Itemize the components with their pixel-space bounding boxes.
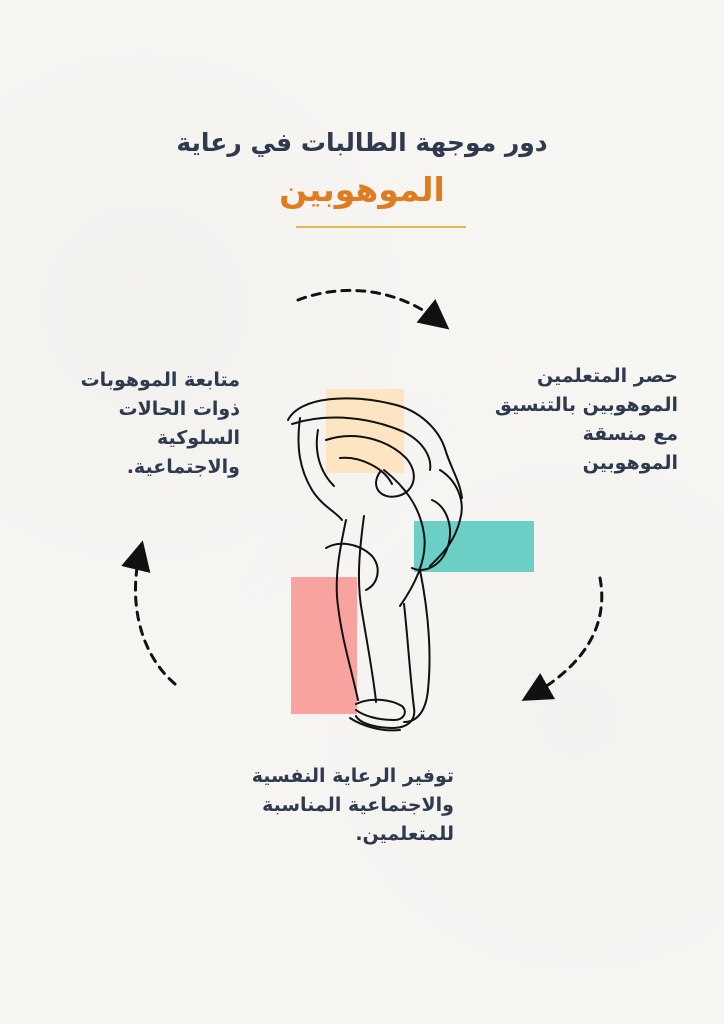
line-art-figure-icon xyxy=(287,397,463,732)
page-subtitle: الموهوبين xyxy=(279,170,445,209)
page-title: دور موجهة الطالبات في رعاية xyxy=(176,128,548,157)
cycle-step-identify: حصر المتعلمين الموهوبين بالتنسيق مع منسق… xyxy=(494,365,678,474)
curved-arrow-icon-right xyxy=(521,576,604,701)
curved-arrow-icon-top xyxy=(296,288,450,330)
cycle-step-follow-up: متابعة الموهوبات ذوات الحالات السلوكية و… xyxy=(80,369,240,478)
cycle-step-care: توفير الرعاية النفسية والاجتماعية المناس… xyxy=(251,765,454,845)
title-underline xyxy=(296,226,466,228)
curved-arrow-icon-left xyxy=(121,540,177,686)
decor-block-teal xyxy=(414,521,534,572)
